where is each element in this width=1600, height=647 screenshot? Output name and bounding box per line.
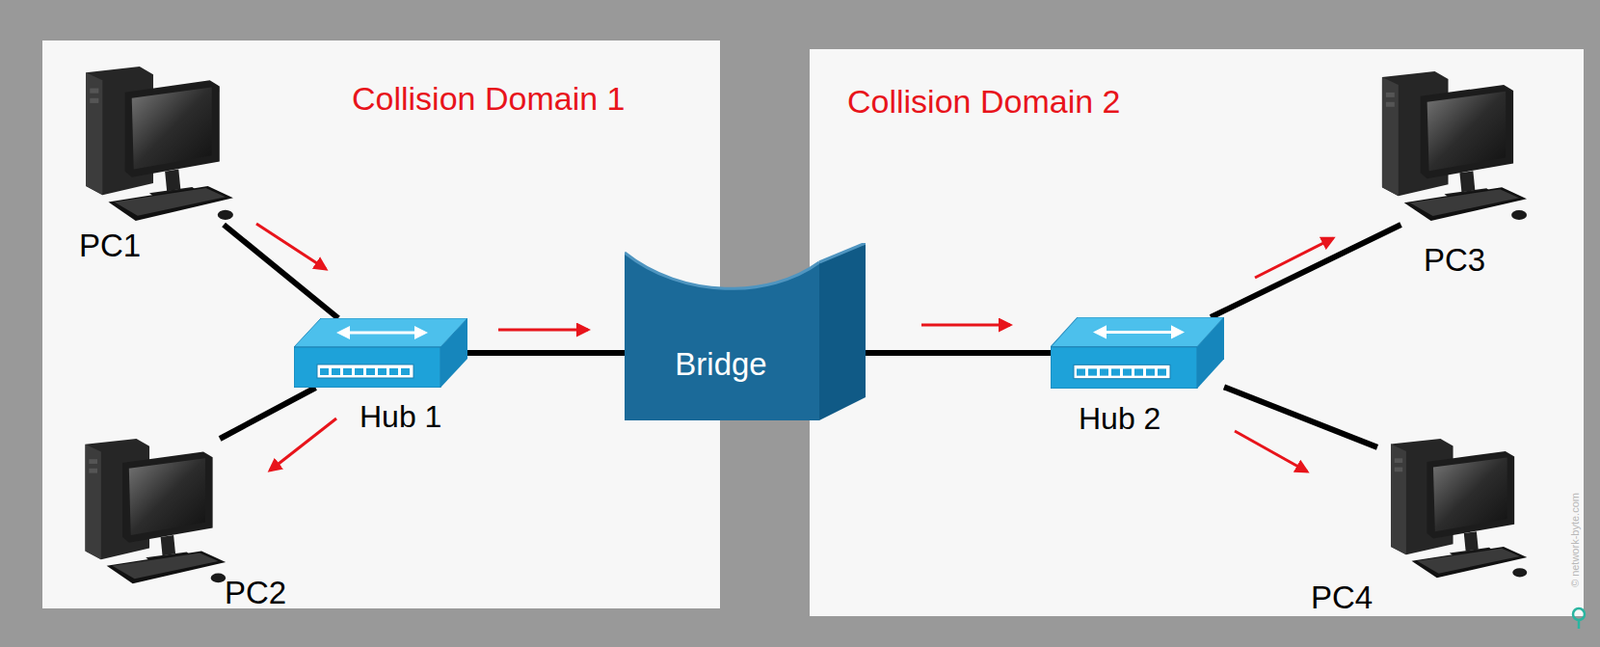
domain-title: Collision Domain 2	[847, 83, 1120, 120]
collision-domain: Collision Domain 2 Hub 2 PC3PC4	[809, 49, 1584, 616]
domain-panel	[42, 40, 720, 609]
bridge-node: Bridge	[624, 242, 866, 421]
pc-node: PC4	[1377, 438, 1531, 582]
pc-label: PC2	[224, 575, 287, 611]
flow-arrow	[498, 328, 588, 332]
bridge-shape	[624, 242, 866, 421]
domain-panel	[809, 49, 1584, 616]
pc-label: PC4	[1310, 580, 1373, 615]
network-cable	[467, 349, 625, 356]
network-cable	[219, 387, 316, 439]
watermark: © network-byte.com	[1569, 492, 1581, 587]
computer-icon	[71, 438, 230, 587]
hub-node: Hub 1	[293, 318, 468, 388]
pc-node: PC3	[1367, 71, 1531, 225]
flow-arrow	[921, 323, 1011, 327]
flow-arrow	[1234, 430, 1307, 472]
hub-node: Hub 2	[1050, 317, 1225, 389]
network-cable	[1210, 224, 1401, 318]
domain-title: Collision Domain 1	[351, 80, 625, 117]
hub-label: Hub 2	[1078, 401, 1161, 436]
network-cable	[865, 349, 1051, 356]
pc-node: PC1	[71, 66, 238, 225]
pc-label: PC3	[1423, 242, 1486, 278]
pc-label: PC1	[79, 228, 141, 264]
flow-arrow	[1254, 238, 1334, 278]
hub-label: Hub 1	[359, 400, 442, 434]
collision-domain: Collision Domain 1 PC1Hub 1 PC2	[42, 40, 720, 609]
pc-node: PC2	[71, 438, 230, 587]
hub-icon	[293, 318, 468, 388]
bridge-label: Bridge	[674, 346, 767, 382]
computer-icon	[71, 66, 238, 225]
network-cable	[223, 224, 339, 319]
hub-icon	[1050, 317, 1225, 389]
location-pin	[1573, 608, 1585, 629]
computer-icon	[1367, 71, 1531, 225]
computer-icon	[1377, 438, 1531, 582]
flow-arrow	[269, 418, 337, 471]
flow-arrow	[256, 223, 326, 269]
